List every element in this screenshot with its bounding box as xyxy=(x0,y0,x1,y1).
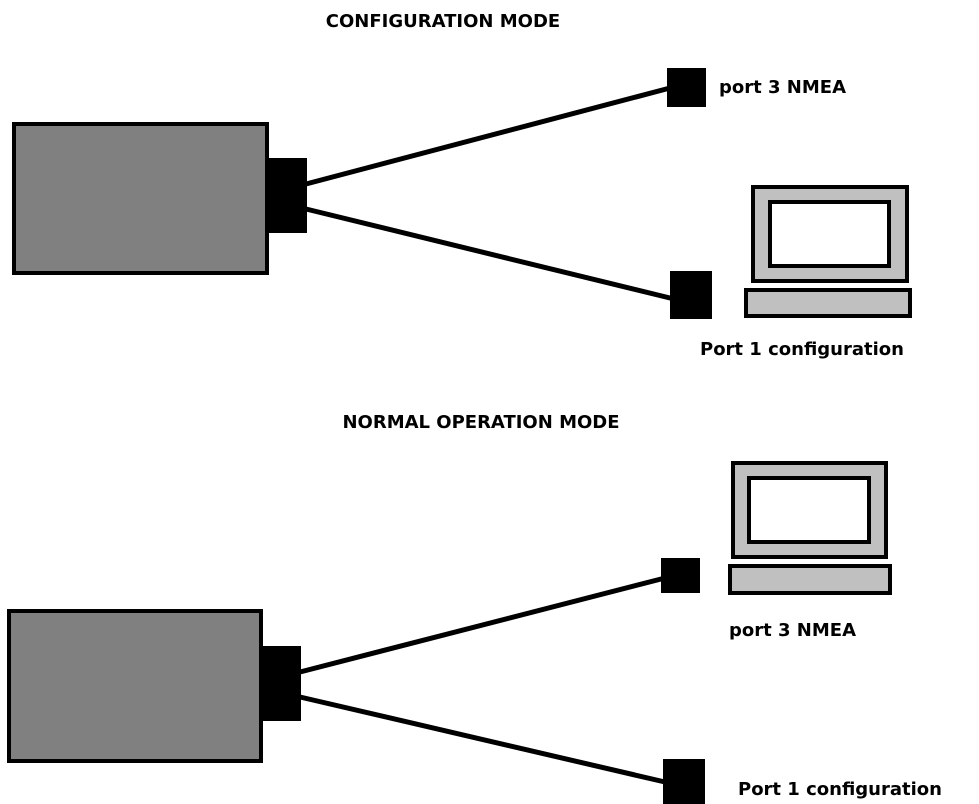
port-1-label: Port 1 configuration xyxy=(738,779,942,800)
port-1-square-icon xyxy=(670,271,712,319)
cable-to-port-3 xyxy=(303,85,673,187)
port-3-square-icon xyxy=(661,558,700,593)
laptop-icon xyxy=(728,461,892,595)
port-3-square-icon xyxy=(667,68,706,107)
configuration-mode-section: CONFIGURATION MODE port 3 NMEA Port 1 co… xyxy=(12,11,912,360)
configuration-mode-title: CONFIGURATION MODE xyxy=(326,11,560,32)
port-1-label: Port 1 configuration xyxy=(700,339,904,360)
normal-mode-title: NORMAL OPERATION MODE xyxy=(342,412,619,433)
port-1-square-icon xyxy=(663,759,705,804)
laptop-icon xyxy=(744,185,912,318)
cable-to-port-3 xyxy=(297,575,668,675)
cable-to-port-1 xyxy=(303,206,673,301)
port-3-label: port 3 NMEA xyxy=(729,620,856,641)
port-3-label: port 3 NMEA xyxy=(719,77,846,98)
cable-to-port-1 xyxy=(297,694,668,785)
connector-icon xyxy=(267,158,307,233)
connector-icon xyxy=(261,646,301,721)
normal-mode-section: NORMAL OPERATION MODE port 3 NMEA Port 1… xyxy=(7,412,942,804)
device-box-icon xyxy=(12,122,269,275)
device-box-icon xyxy=(7,609,263,763)
